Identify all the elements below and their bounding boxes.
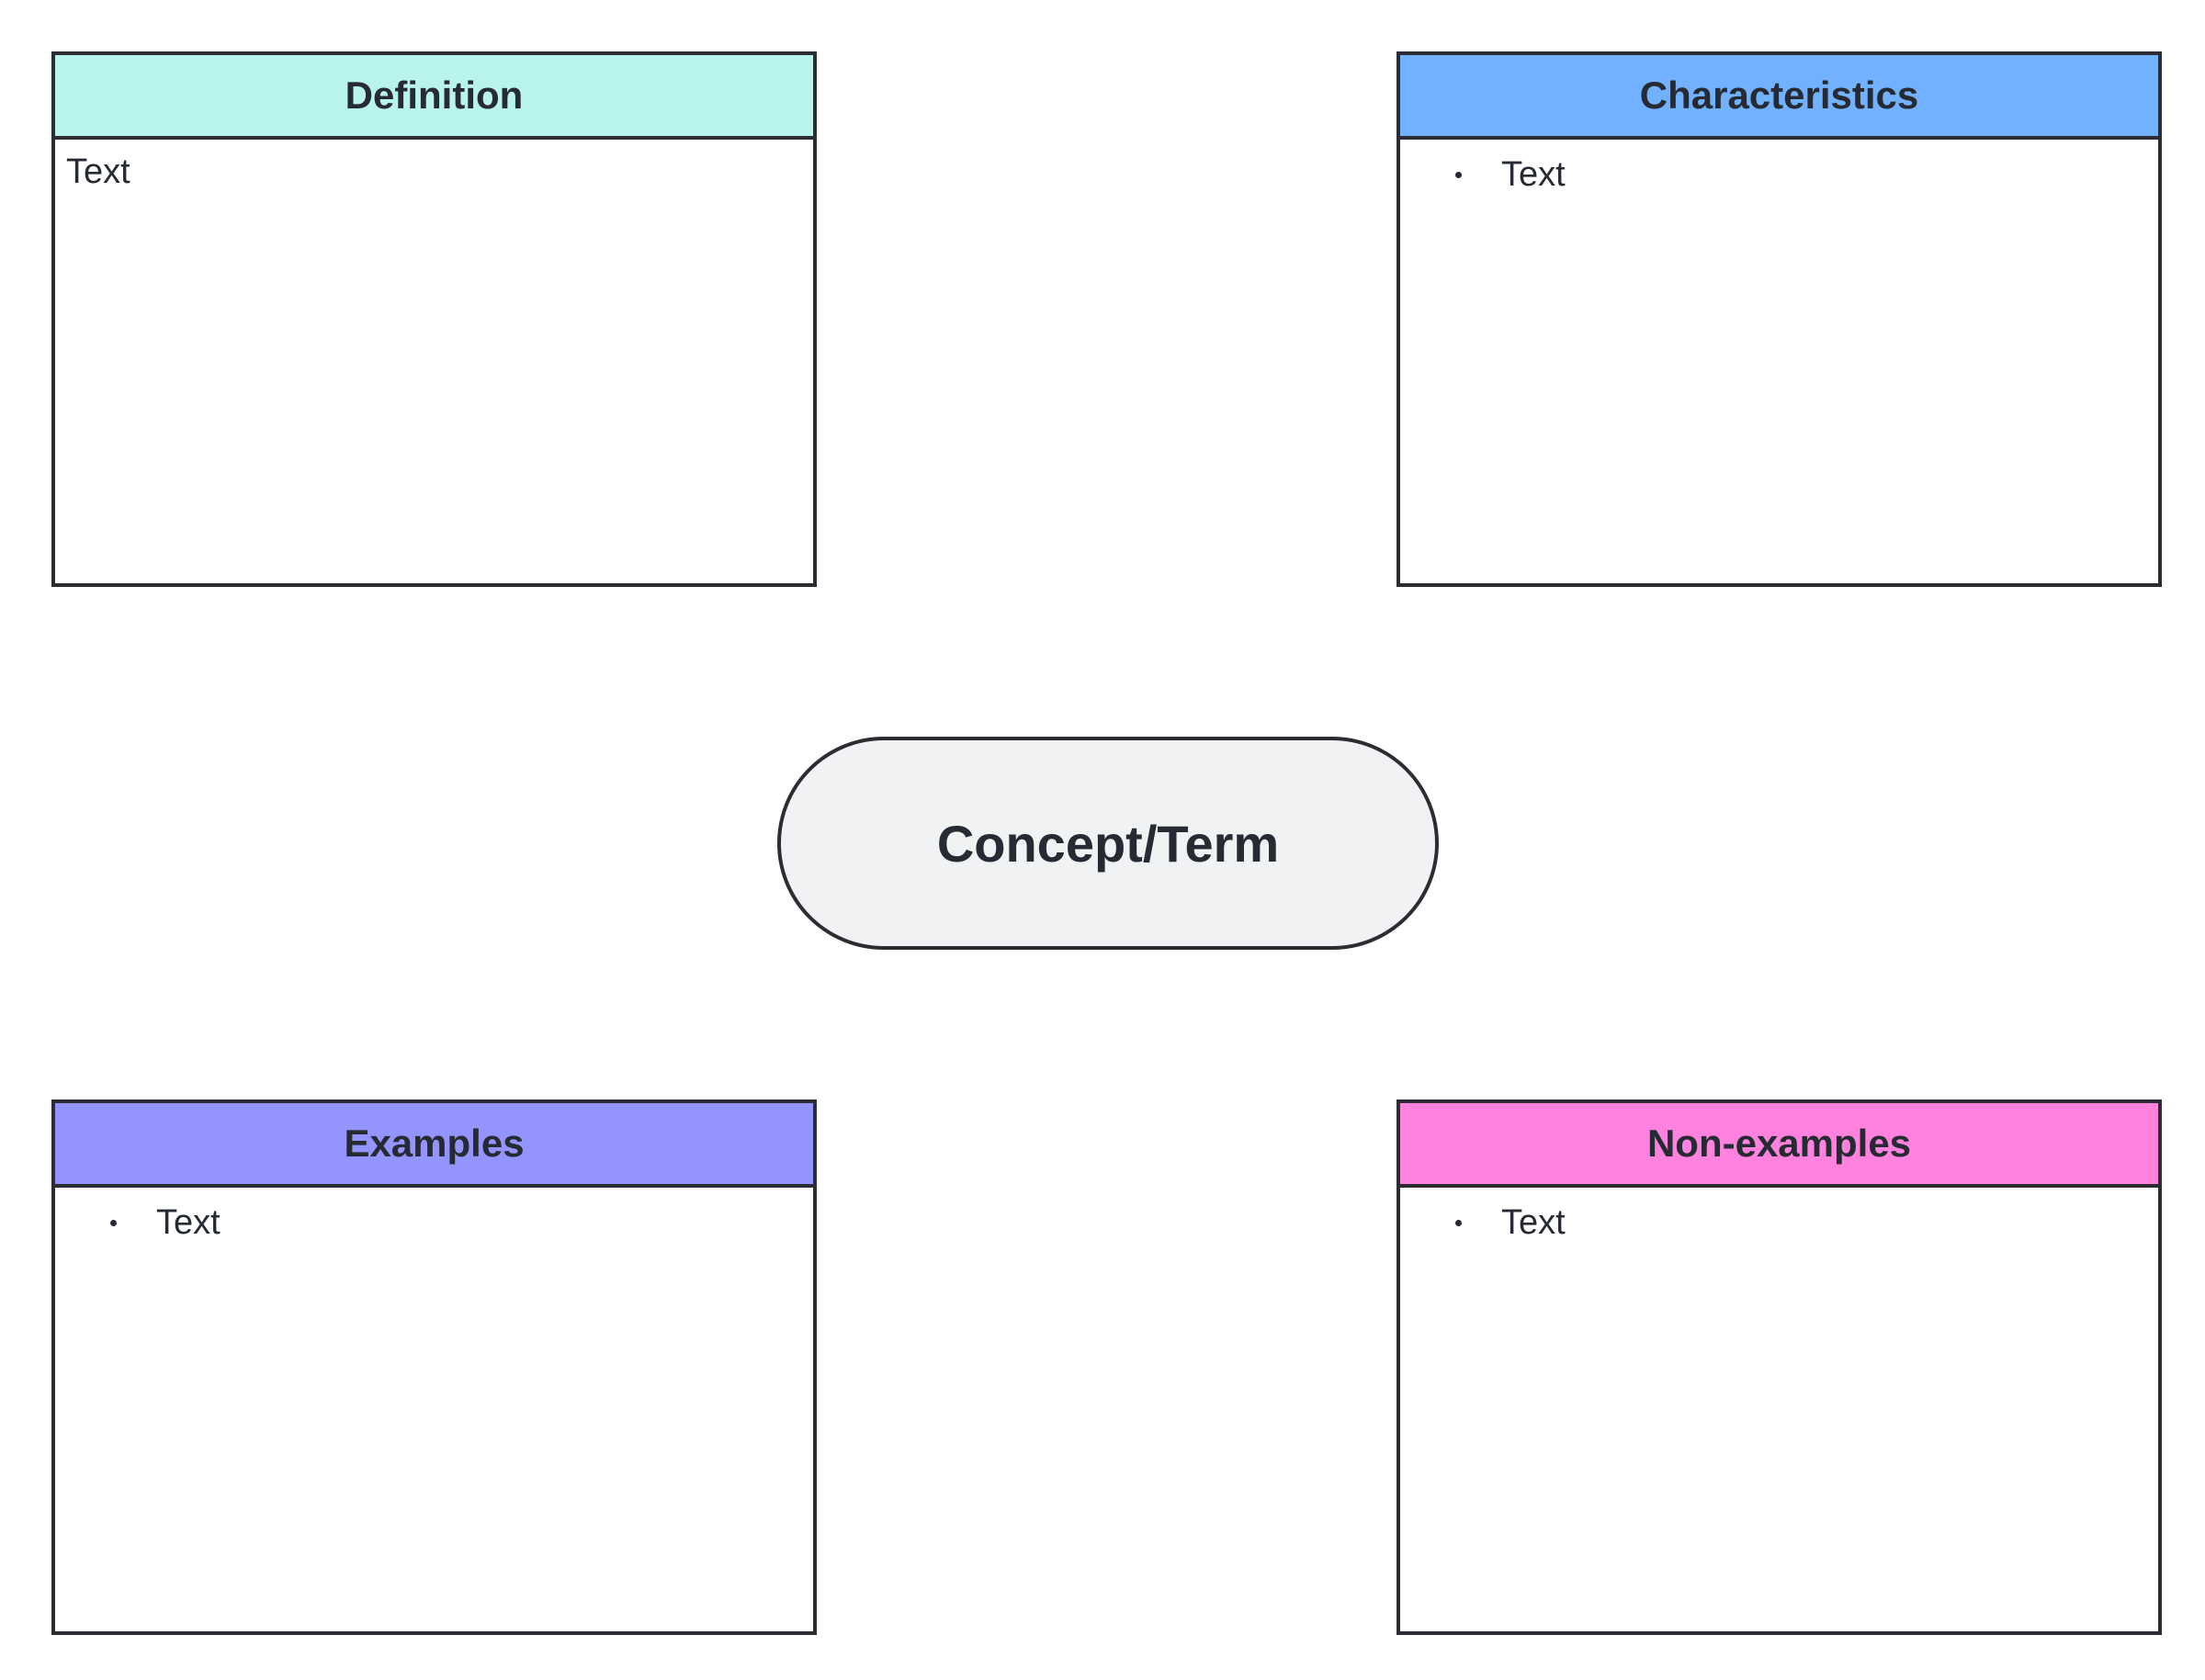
non-examples-header: Non-examples <box>1400 1103 2158 1188</box>
bullet-icon <box>110 1220 117 1226</box>
non-examples-list: Text <box>1411 1201 2147 1245</box>
list-item-text: Text <box>1501 1203 1566 1242</box>
definition-title: Definition <box>345 73 524 117</box>
examples-header: Examples <box>55 1103 813 1188</box>
bullet-icon <box>1455 172 1462 178</box>
list-item-text: Text <box>1501 155 1566 194</box>
definition-header: Definition <box>55 55 813 140</box>
concept-term-node[interactable]: Concept/Term <box>777 737 1439 950</box>
characteristics-body[interactable]: Text <box>1400 140 2158 209</box>
list-item: Text <box>1455 1201 2147 1245</box>
examples-title: Examples <box>344 1122 525 1165</box>
non-examples-body[interactable]: Text <box>1400 1188 2158 1257</box>
non-examples-title: Non-examples <box>1646 1122 1912 1165</box>
examples-body[interactable]: Text <box>55 1188 813 1257</box>
non-examples-panel: Non-examples Text <box>1396 1099 2162 1635</box>
definition-text: Text <box>66 152 130 191</box>
concept-term-label: Concept/Term <box>936 814 1280 873</box>
bullet-icon <box>1455 1220 1462 1226</box>
list-item-text: Text <box>156 1203 220 1242</box>
characteristics-header: Characteristics <box>1400 55 2158 140</box>
characteristics-panel: Characteristics Text <box>1396 51 2162 587</box>
definition-body[interactable]: Text <box>55 140 813 205</box>
list-item: Text <box>1455 152 2147 197</box>
list-item: Text <box>110 1201 802 1245</box>
examples-list: Text <box>66 1201 802 1245</box>
characteristics-title: Characteristics <box>1639 73 1919 117</box>
characteristics-list: Text <box>1411 152 2147 197</box>
definition-panel: Definition Text <box>51 51 817 587</box>
examples-panel: Examples Text <box>51 1099 817 1635</box>
